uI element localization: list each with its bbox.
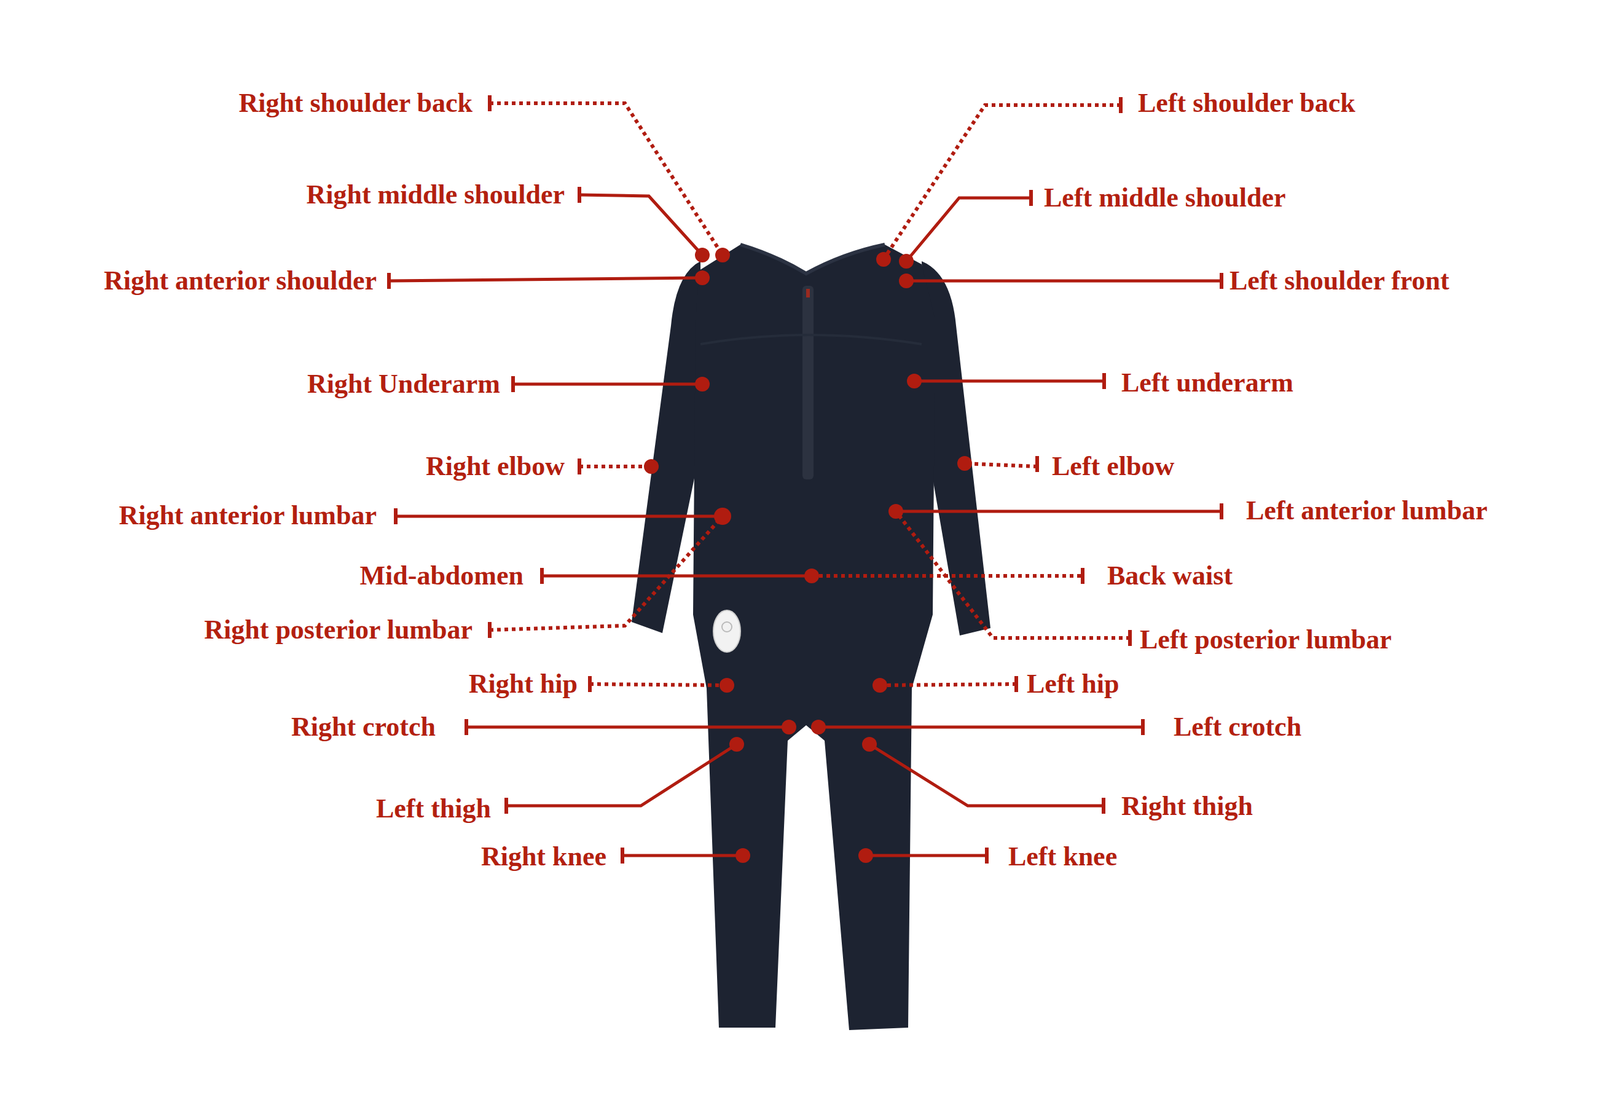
part-label: Right thigh — [1121, 790, 1253, 823]
part-label: Left underarm — [1121, 367, 1294, 399]
part-label: Left crotch — [1173, 711, 1302, 743]
part-label: Right anterior lumbar — [118, 500, 377, 532]
suit — [631, 244, 991, 1030]
part-label: Left hip — [1026, 668, 1119, 700]
part-label: Right posterior lumbar — [203, 614, 473, 646]
part-label: Left anterior lumbar — [1246, 495, 1488, 527]
part-label: Right crotch — [291, 711, 436, 743]
part-label: Left shoulder back — [1137, 87, 1356, 120]
part-label: Right elbow — [425, 450, 565, 483]
sensor-dots — [643, 247, 973, 863]
leader-lines — [388, 103, 1222, 856]
zipper — [802, 285, 814, 480]
part-label: Back waist — [1107, 560, 1233, 592]
part-label: Right middle shoulder — [305, 179, 565, 211]
part-label: Left elbow — [1051, 450, 1175, 483]
part-label: Left thigh — [376, 793, 491, 825]
part-label: Right knee — [481, 841, 607, 873]
part-label: Left shoulder front — [1229, 265, 1450, 297]
part-label: Right anterior shoulder — [103, 265, 377, 297]
part-label: Left posterior lumbar — [1139, 624, 1392, 656]
part-label: Right shoulder back — [238, 87, 473, 120]
part-label: Left knee — [1008, 841, 1118, 873]
part-label: Left middle shoulder — [1043, 182, 1287, 214]
part-label: Right hip — [468, 668, 578, 700]
sensor-module — [713, 610, 741, 652]
part-label: Mid-abdomen — [360, 560, 524, 592]
part-label: Right Underarm — [307, 368, 501, 400]
